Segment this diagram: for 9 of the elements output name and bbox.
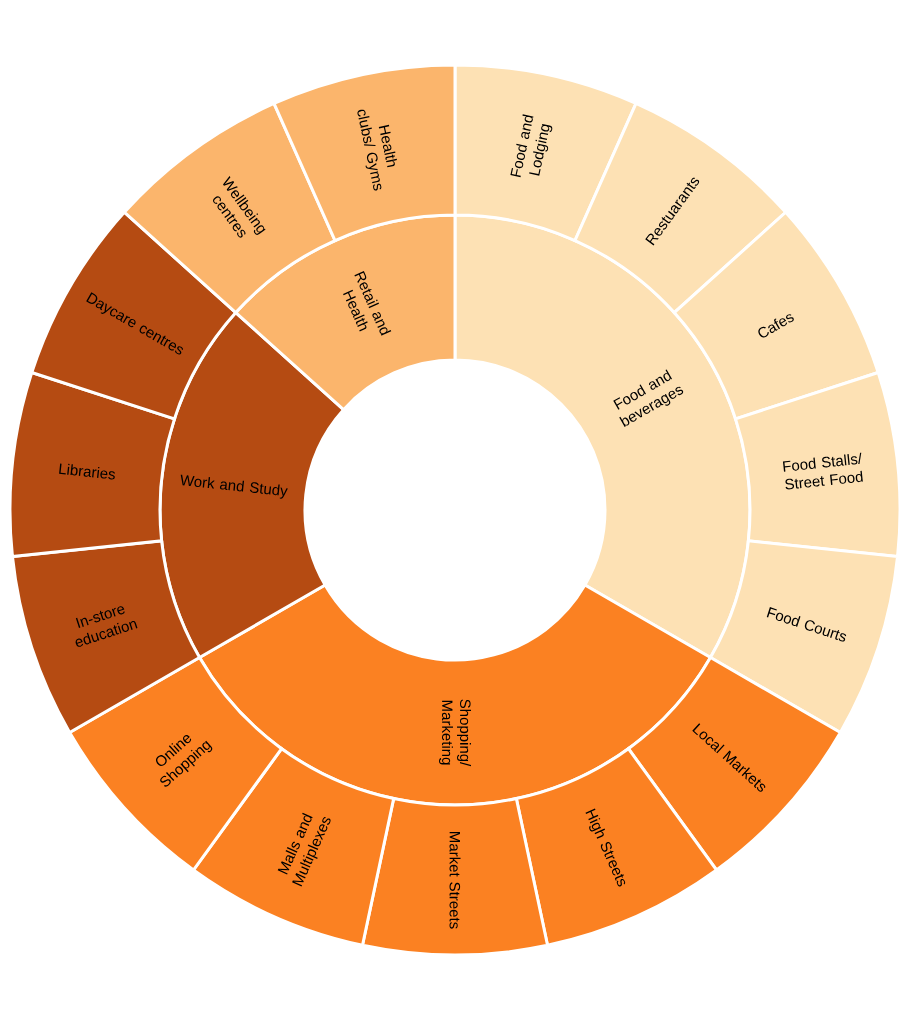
node-label: Food Courts xyxy=(766,607,847,642)
ring-segment: Food Stalls/ Street Food xyxy=(734,371,902,559)
ring-segment: Food and Lodging xyxy=(453,63,638,242)
ring-segment: Health clubs/ Gyms xyxy=(272,63,457,242)
ring-segment: Food Courts xyxy=(709,539,900,734)
ring-segment: Market Streets xyxy=(361,797,550,957)
ring-segment: Libraries xyxy=(8,371,176,558)
node-label: Food Stalls/ Street Food xyxy=(782,452,863,490)
node-label: Cafes xyxy=(758,314,794,338)
